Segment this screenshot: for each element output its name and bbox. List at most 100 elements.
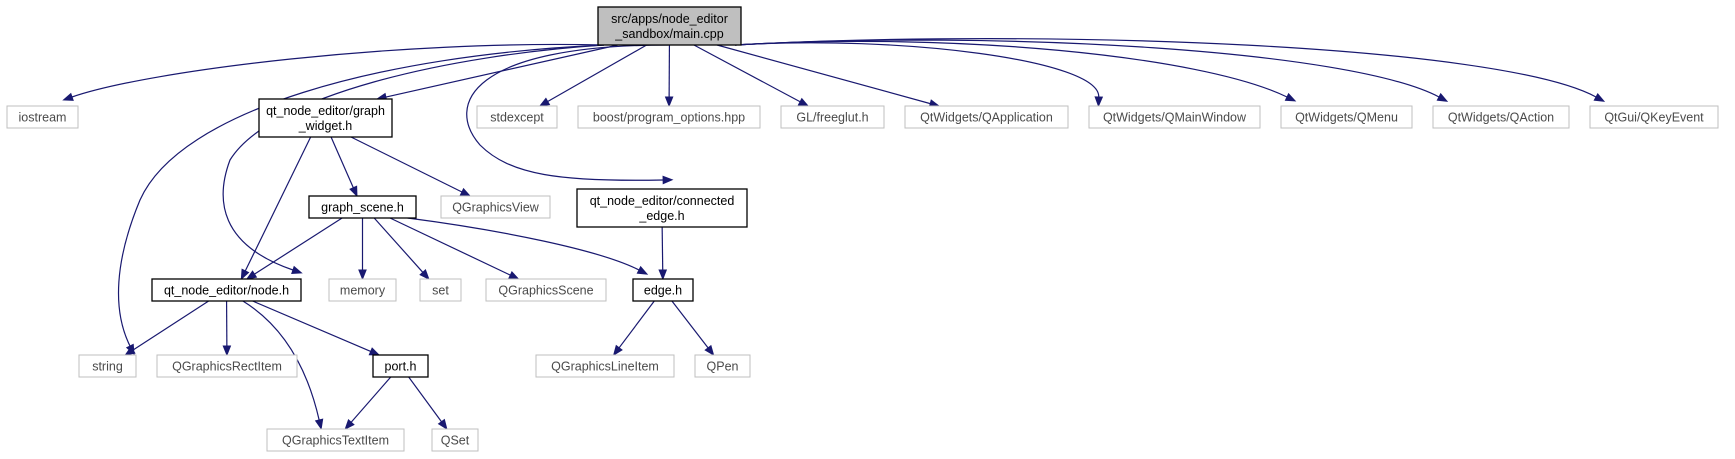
edge-line: [671, 300, 709, 349]
node-label: qt_node_editor/connected: [590, 194, 735, 208]
arrowhead: [368, 347, 381, 356]
node-boost-program-options: boost/program_options.hpp: [577, 105, 761, 129]
arrowhead: [245, 270, 258, 280]
node-label: boost/program_options.hpp: [593, 111, 745, 125]
node-label: _edge.h: [638, 209, 684, 223]
edge-graph_widget_h-to-graph_scene_h: [330, 136, 358, 198]
edge-node_h-to-port_h: [252, 300, 381, 356]
arrowhead: [344, 418, 355, 431]
node-box: [151, 278, 302, 302]
edge-line: [618, 300, 655, 349]
edge-main_cpp-to-iostream: [62, 43, 605, 101]
node-label: _widget.h: [298, 119, 353, 133]
arrowhead: [358, 269, 367, 281]
edge-main_cpp-to-stdexcept: [538, 44, 647, 107]
edge-line: [466, 44, 669, 181]
node-graph-widget-h[interactable]: qt_node_editor/graph_widget.h: [258, 98, 393, 138]
edge-port_h-to-qset: [408, 376, 448, 431]
node-label: port.h: [385, 360, 417, 374]
node-label: graph_scene.h: [321, 201, 404, 215]
edge-main_cpp-to-qmenu: [734, 40, 1297, 102]
node-qpen: QPen: [694, 354, 751, 378]
node-box: [78, 354, 137, 378]
node-node-h[interactable]: qt_node_editor/node.h: [151, 278, 302, 302]
node-box: [1088, 105, 1261, 129]
node-graph-scene-h[interactable]: graph_scene.h: [308, 195, 417, 219]
arrowhead: [1593, 92, 1606, 102]
node-main-cpp[interactable]: src/apps/node_editor_sandbox/main.cpp: [597, 6, 742, 46]
edge-line: [716, 44, 931, 105]
edge-line: [244, 136, 312, 272]
edge-main_cpp-to-gl_freeglut: [693, 44, 810, 107]
node-label: string: [92, 360, 123, 374]
edge-line: [693, 44, 801, 103]
node-label: QGraphicsScene: [498, 284, 593, 298]
node-qapplication: QtWidgets/QApplication: [904, 105, 1069, 129]
arrowhead: [636, 265, 649, 275]
edge-line: [254, 217, 343, 275]
edge-main_cpp-to-boost_program_options: [664, 44, 674, 108]
node-box: [632, 278, 694, 302]
edge-graph_scene_h-to-qgraphicsscene: [389, 217, 520, 280]
edge-main_cpp-to-qmainwindow: [734, 42, 1104, 108]
node-box: [476, 105, 558, 129]
edge-graph_scene_h-to-node_h: [245, 217, 343, 280]
node-label: src/apps/node_editor: [611, 12, 728, 26]
edge-port_h-to-qgraphicstextitem: [344, 376, 392, 431]
edge-line: [734, 39, 1440, 98]
edge-graph_widget_h-to-node_h: [240, 136, 312, 281]
node-label: QGraphicsLineItem: [551, 360, 659, 374]
node-label: qt_node_editor/graph: [266, 104, 385, 118]
node-gl-freeglut: GL/freeglut.h: [780, 105, 885, 129]
node-box: [156, 354, 298, 378]
node-box: [419, 278, 462, 302]
node-qgraphicsview: QGraphicsView: [440, 195, 551, 219]
node-label: set: [432, 284, 449, 298]
edge-line: [222, 44, 605, 271]
arrowhead: [1094, 96, 1104, 108]
node-edge-h[interactable]: edge.h: [632, 278, 694, 302]
node-box: [258, 98, 393, 138]
edge-line: [330, 136, 354, 189]
edge-connected_edge_h-to-edge_h: [658, 226, 668, 281]
arrowhead: [612, 344, 623, 357]
arrowhead: [508, 271, 520, 280]
arrowhead: [797, 97, 810, 107]
edge-graph_widget_h-to-qgraphicsview: [350, 136, 472, 197]
edge-line: [734, 42, 1100, 98]
node-label: GL/freeglut.h: [796, 111, 868, 125]
node-box: [431, 428, 479, 452]
node-port-h[interactable]: port.h: [372, 354, 429, 378]
edge-line: [117, 44, 605, 347]
node-box: [1432, 105, 1570, 129]
edge-main_cpp-to-qkeyevent: [734, 38, 1606, 102]
node-label: _sandbox/main.cpp: [614, 27, 723, 41]
node-box: [440, 195, 551, 219]
edge-line: [71, 43, 605, 98]
edge-graph_scene_h-to-memory: [358, 218, 367, 281]
node-box: [1280, 105, 1413, 129]
node-label: QtWidgets/QMainWindow: [1103, 111, 1247, 125]
arrowhead: [662, 175, 674, 185]
edge-line: [350, 376, 392, 423]
node-label: QtWidgets/QAction: [1448, 111, 1554, 125]
node-label: QGraphicsView: [452, 201, 540, 215]
node-memory: memory: [328, 278, 397, 302]
edge-line: [350, 136, 463, 193]
arrowhead: [1436, 92, 1449, 102]
node-box: [535, 354, 675, 378]
node-box: [372, 354, 429, 378]
edge-line: [408, 376, 442, 423]
node-connected-edge-h[interactable]: qt_node_editor/connected_edge.h: [576, 188, 748, 228]
arrowhead: [222, 345, 232, 357]
node-qaction: QtWidgets/QAction: [1432, 105, 1570, 129]
arrowhead: [538, 97, 551, 107]
node-label: QtGui/QKeyEvent: [1604, 111, 1704, 125]
node-set: set: [419, 278, 462, 302]
edge-main_cpp-to-node_h: [222, 44, 605, 274]
edge-edge_h-to-qgraphicslineitem: [612, 300, 655, 357]
node-stdexcept: stdexcept: [476, 105, 558, 129]
edge-line: [734, 38, 1597, 98]
edge-line: [132, 300, 209, 351]
